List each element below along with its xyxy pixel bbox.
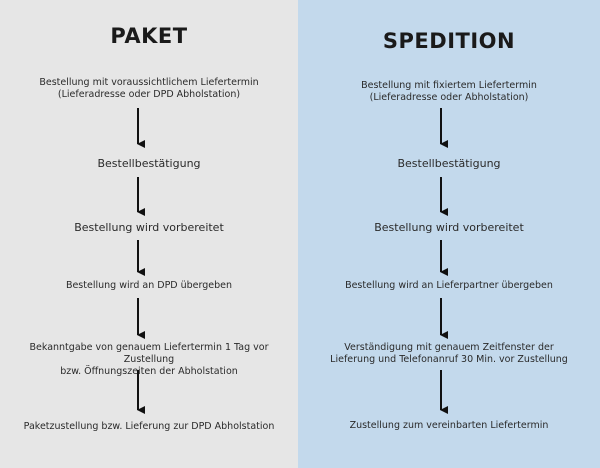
paket-step-notification: Bekanntgabe von genauem Liefertermin 1 T… [29,342,269,377]
spedition-title: SPEDITION [382,29,516,53]
paket-title: PAKET [110,24,188,48]
paket-step-delivery: Paketzustellung bzw. Lieferung zur DPD A… [23,421,275,432]
spedition-step-preparation: Bestellung wird vorbereitet [374,221,524,234]
paket-step-order: Bestellung mit voraussichtlichem Liefert… [39,77,259,100]
spedition-step-handover: Bestellung wird an Lieferpartner übergeb… [345,280,553,291]
paket-step-preparation: Bestellung wird vorbereitet [74,221,224,234]
spedition-step-order: Bestellung mit fixiertem Liefertermin (L… [361,80,537,103]
spedition-step-confirmation: Bestellbestätigung [397,157,501,170]
spedition-column: SPEDITION [298,0,600,468]
spedition-step-delivery: Zustellung zum vereinbarten Liefertermin [349,420,549,431]
paket-column: PAKET [0,0,298,468]
paket-step-handover: Bestellung wird an DPD übergeben [65,280,233,291]
paket-step-confirmation: Bestellbestätigung [97,157,201,170]
spedition-step-notification: Verständigung mit genauem Zeitfenster de… [330,342,568,365]
